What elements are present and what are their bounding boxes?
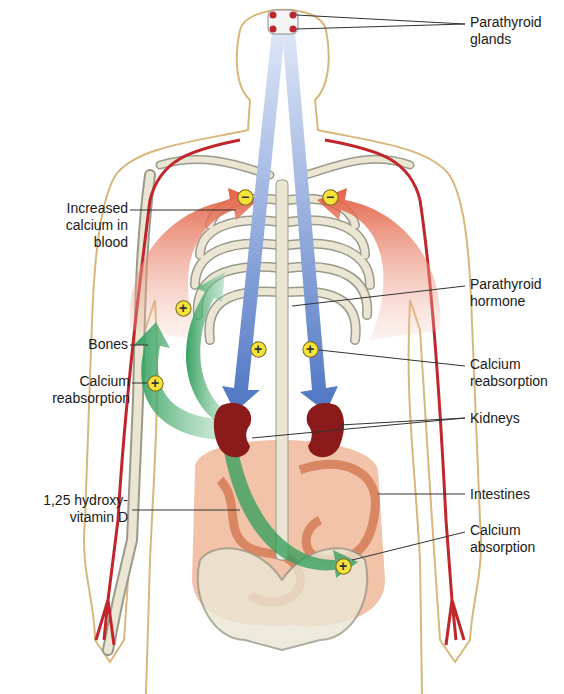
sign-text: +	[250, 341, 267, 358]
clavicle	[160, 159, 410, 175]
parathyroid-gland	[270, 26, 277, 33]
part-label: Bones	[48, 336, 128, 353]
clavicle	[160, 159, 410, 175]
calcium-arrow	[317, 188, 440, 340]
spine	[276, 180, 288, 560]
parathyroid-gland	[290, 12, 297, 19]
parathyroid-gland	[270, 12, 277, 19]
parathyroid-gland	[290, 26, 297, 33]
leader-line	[130, 15, 465, 560]
intestine-arrow	[222, 440, 358, 578]
part-label: Kidneys	[470, 410, 562, 427]
plus-sign: +	[250, 341, 267, 358]
plus-sign: +	[175, 300, 192, 317]
part-label: Parathyroid glands	[470, 14, 562, 48]
part-label: Calcium reabsorption	[470, 356, 562, 390]
plus-sign: +	[335, 558, 352, 575]
hormone-arrow	[282, 30, 338, 412]
part-label: Parathyroid hormone	[470, 276, 562, 310]
minus-sign: −	[322, 189, 339, 206]
part-label: Calcium reabsorption	[40, 373, 130, 407]
sign-text: +	[302, 341, 319, 358]
minus-sign: −	[237, 189, 254, 206]
sign-text: −	[322, 189, 339, 206]
artery	[325, 140, 464, 645]
plus-sign: +	[302, 341, 319, 358]
part-label: Intestines	[470, 486, 562, 503]
hormone-arrow	[222, 30, 285, 412]
part-label: 1,25 hydroxy- vitamin D	[30, 492, 128, 526]
plus-sign: +	[147, 375, 164, 392]
kidney	[214, 403, 251, 457]
thyroid	[268, 10, 298, 34]
part-label: Calcium absorption	[470, 522, 562, 556]
sign-text: −	[237, 189, 254, 206]
sign-text: +	[335, 558, 352, 575]
sign-text: +	[147, 375, 164, 392]
pelvis	[198, 548, 367, 650]
part-label: Increased calcium in blood	[48, 200, 128, 251]
sign-text: +	[175, 300, 192, 317]
